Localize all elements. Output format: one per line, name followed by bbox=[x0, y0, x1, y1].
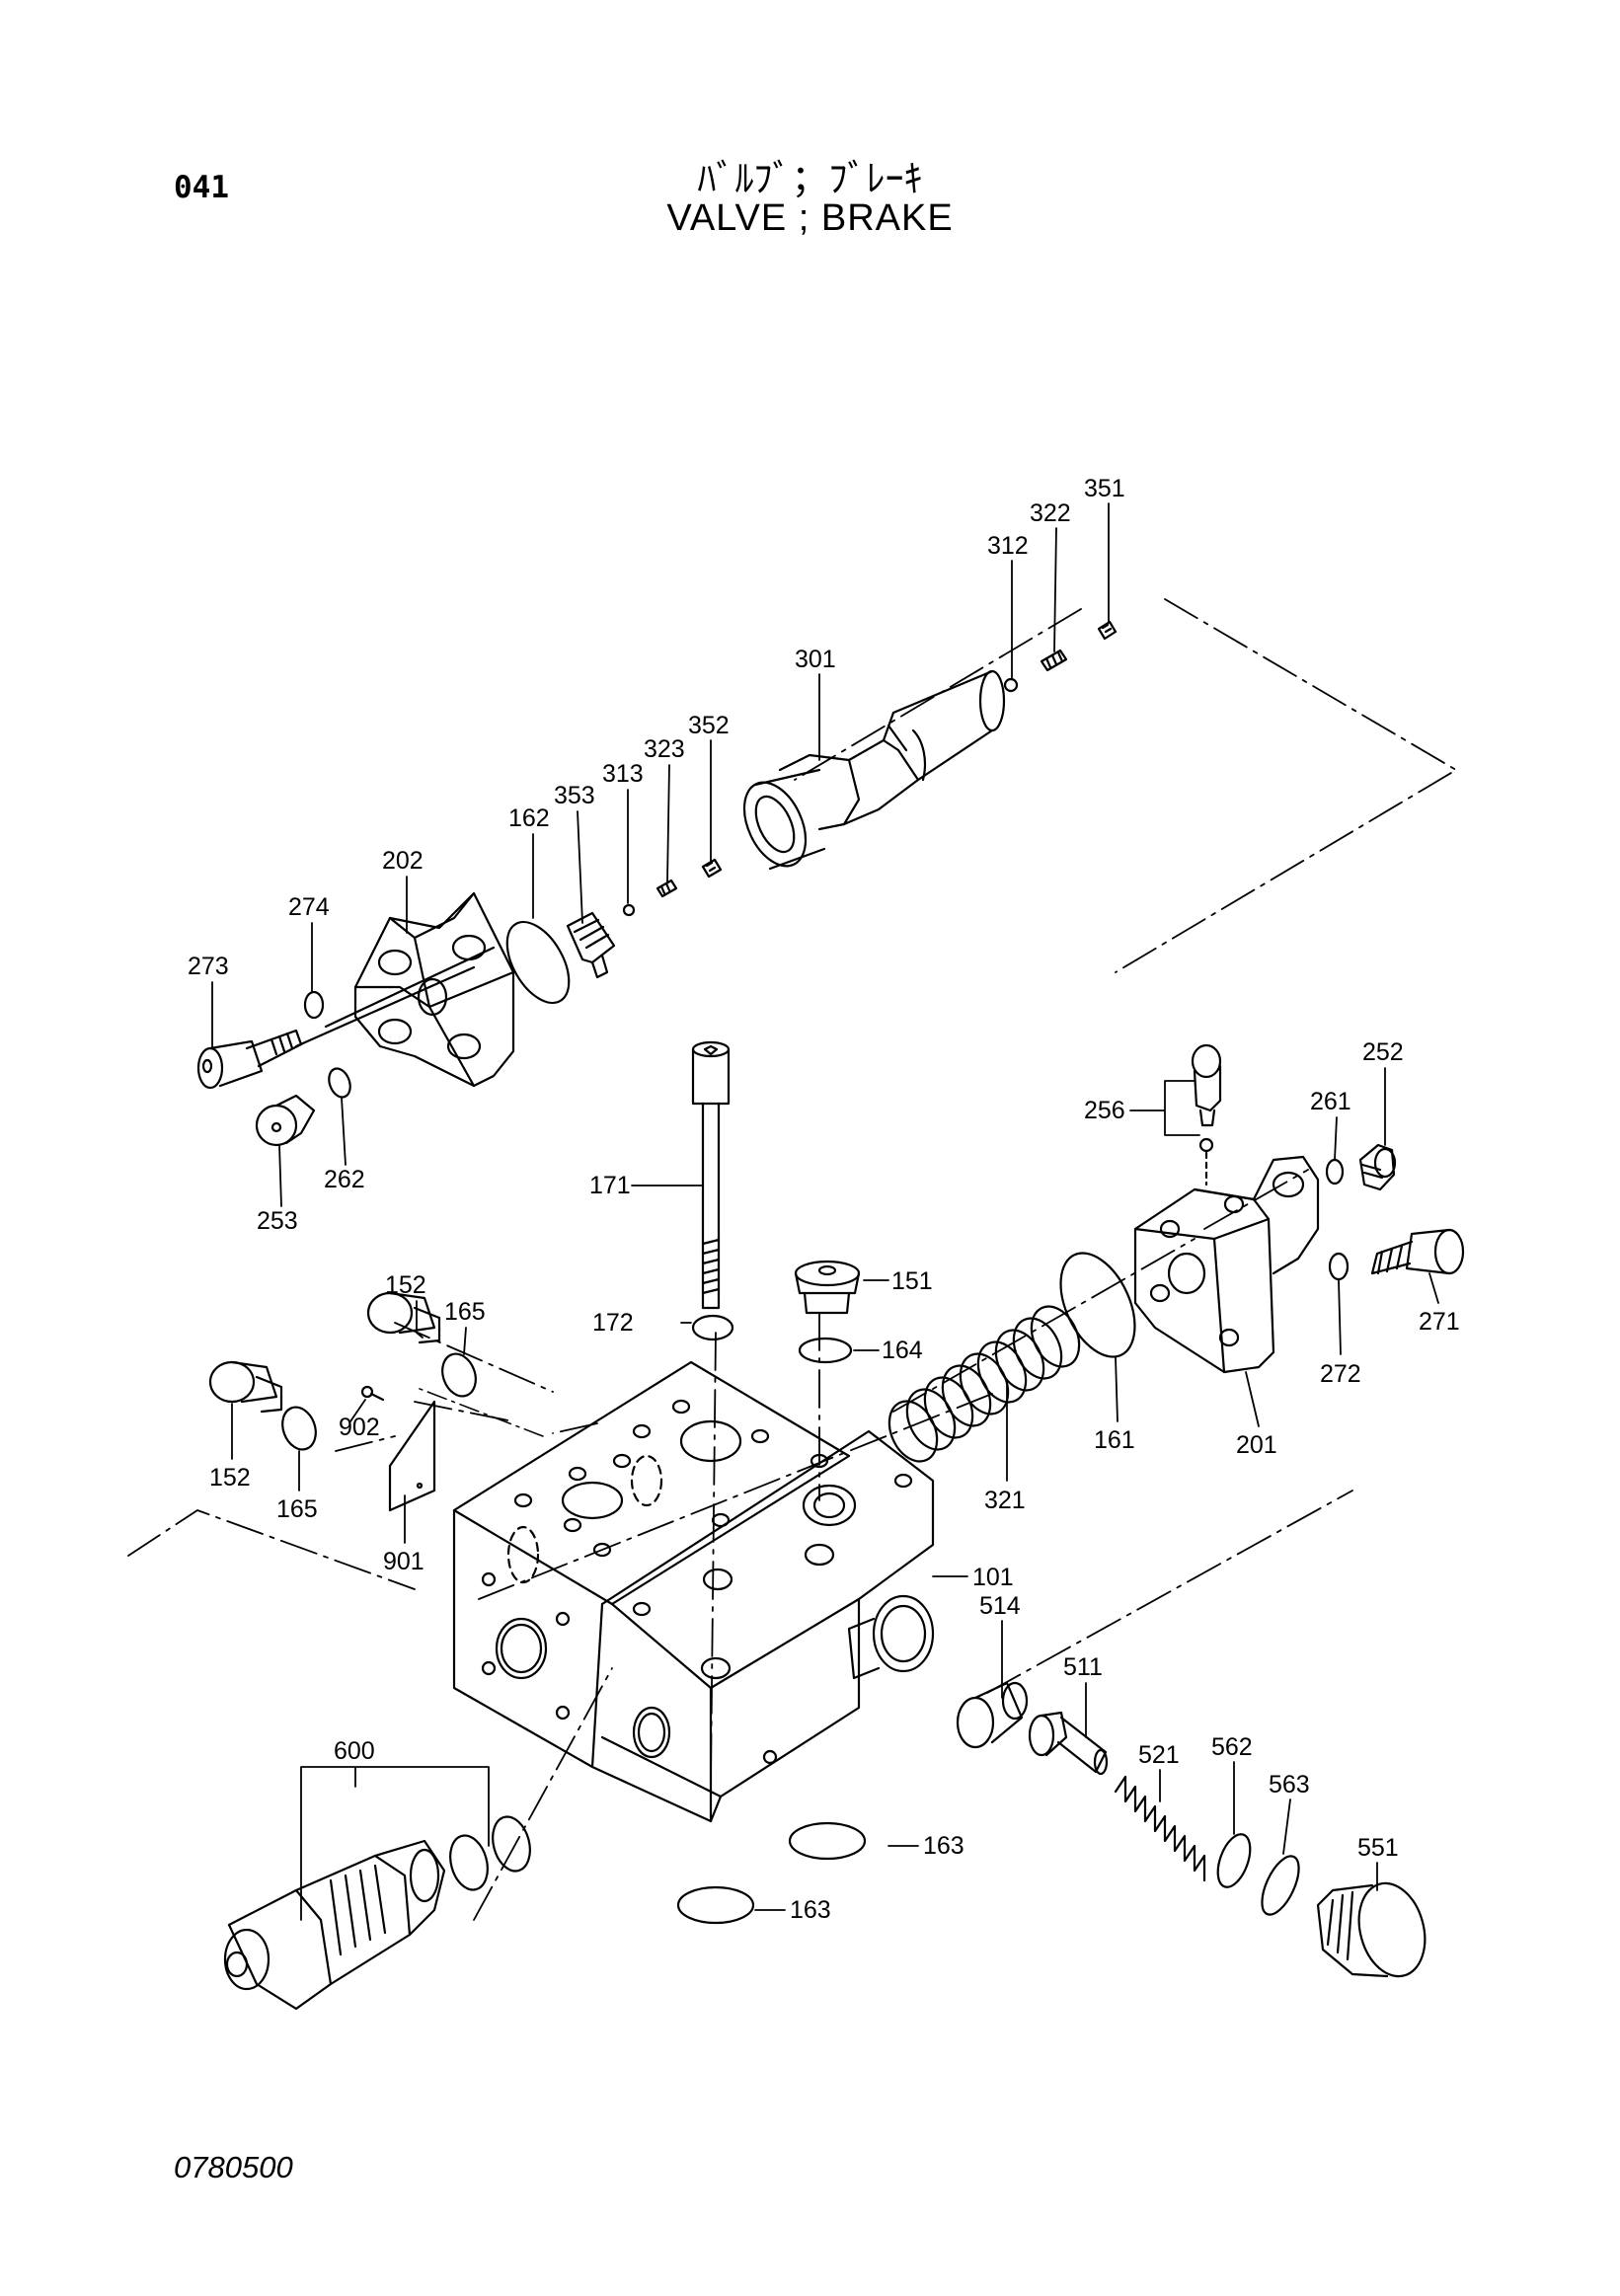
part-162-o-ring bbox=[505, 920, 571, 1005]
callout-600: 600 bbox=[334, 1737, 375, 1765]
part-163-o-ring-upper bbox=[788, 1821, 867, 1861]
part-312-ball bbox=[1003, 677, 1019, 693]
drawing-code: 0780500 bbox=[174, 2150, 293, 2184]
callout-274: 274 bbox=[288, 893, 330, 921]
callout-162: 162 bbox=[508, 804, 550, 832]
callout-563: 563 bbox=[1269, 1771, 1310, 1799]
callout-101: 101 bbox=[972, 1564, 1014, 1591]
callout-323: 323 bbox=[644, 735, 685, 763]
callout-322: 322 bbox=[1030, 499, 1071, 527]
part-271-bolt bbox=[1370, 1228, 1465, 1275]
callout-351: 351 bbox=[1084, 475, 1125, 502]
part-161-o-ring bbox=[1059, 1252, 1136, 1358]
callout-152-upper: 152 bbox=[385, 1271, 426, 1299]
part-323-set-screw bbox=[656, 879, 678, 898]
part-551-plug bbox=[1316, 1881, 1427, 1978]
part-274-washer bbox=[303, 990, 325, 1020]
callout-261: 261 bbox=[1310, 1088, 1351, 1115]
part-252-plug bbox=[1358, 1143, 1397, 1191]
part-202-cover bbox=[294, 891, 515, 1088]
part-902-rivet bbox=[360, 1385, 385, 1402]
callout-252: 252 bbox=[1362, 1038, 1404, 1066]
part-600-o-ring-inner bbox=[492, 1815, 531, 1873]
part-151-plug bbox=[794, 1260, 861, 1315]
callout-511: 511 bbox=[1063, 1653, 1103, 1681]
callout-164: 164 bbox=[882, 1337, 923, 1364]
callout-353: 353 bbox=[554, 782, 595, 809]
part-101-valve-body bbox=[452, 1360, 935, 1823]
callout-201: 201 bbox=[1236, 1431, 1277, 1459]
callout-256: 256 bbox=[1084, 1097, 1125, 1124]
diagram-title-japanese: ﾊﾞﾙﾌﾞ；ﾌﾞﾚｰｷ bbox=[697, 157, 923, 200]
diagram-title-english: VALVE ; BRAKE bbox=[666, 197, 954, 239]
callout-312: 312 bbox=[987, 532, 1029, 560]
callout-161: 161 bbox=[1094, 1426, 1135, 1454]
callout-273: 273 bbox=[188, 953, 229, 980]
part-272-washer bbox=[1328, 1252, 1350, 1281]
part-600-o-ring-outer bbox=[449, 1834, 489, 1891]
part-201-cover bbox=[1133, 1155, 1320, 1374]
callout-202: 202 bbox=[382, 847, 424, 875]
part-262-o-ring bbox=[328, 1067, 351, 1099]
callout-313: 313 bbox=[602, 760, 644, 788]
part-165-o-ring-upper bbox=[441, 1352, 477, 1398]
callout-514: 514 bbox=[979, 1592, 1021, 1620]
callout-labels: 351 322 312 301 352 323 313 353 162 202 … bbox=[188, 475, 1460, 1924]
callout-352: 352 bbox=[688, 712, 730, 739]
callout-902: 902 bbox=[339, 1414, 380, 1441]
part-901-nameplate bbox=[388, 1400, 436, 1512]
callout-271: 271 bbox=[1419, 1308, 1460, 1336]
part-273-bolt bbox=[196, 1029, 303, 1090]
callout-151: 151 bbox=[891, 1267, 933, 1295]
callout-562: 562 bbox=[1211, 1733, 1253, 1761]
callout-163-lower: 163 bbox=[790, 1896, 831, 1924]
part-600-relief-valve bbox=[223, 1839, 446, 2011]
part-353-plug bbox=[566, 911, 616, 979]
part-152-plug-lower bbox=[208, 1360, 283, 1414]
part-171-bolt bbox=[691, 1040, 731, 1310]
part-172-washer bbox=[691, 1314, 734, 1341]
callout-171: 171 bbox=[589, 1172, 631, 1199]
part-562-backup-ring bbox=[1216, 1833, 1252, 1888]
part-563-o-ring bbox=[1261, 1855, 1300, 1916]
part-322-set-screw bbox=[1040, 649, 1068, 672]
callout-272: 272 bbox=[1320, 1360, 1361, 1388]
callout-165-upper: 165 bbox=[444, 1298, 486, 1326]
part-352-plug bbox=[701, 858, 723, 879]
callout-262: 262 bbox=[324, 1166, 365, 1193]
leader-lines bbox=[211, 502, 1439, 1921]
callout-163-upper: 163 bbox=[923, 1832, 964, 1860]
callout-253: 253 bbox=[257, 1207, 298, 1235]
callout-165-lower: 165 bbox=[276, 1495, 318, 1523]
assembly-axis-lines bbox=[127, 598, 1457, 1921]
part-521-spring bbox=[1114, 1775, 1206, 1882]
part-164-o-ring bbox=[798, 1337, 853, 1364]
part-165-o-ring-lower bbox=[281, 1406, 317, 1451]
callout-901: 901 bbox=[383, 1548, 424, 1575]
part-301-spool bbox=[742, 669, 1006, 871]
page-number: 041 bbox=[174, 170, 229, 205]
part-253-plug bbox=[255, 1094, 316, 1147]
part-163-o-ring-lower bbox=[676, 1885, 755, 1925]
callout-521: 521 bbox=[1138, 1741, 1180, 1769]
callout-172: 172 bbox=[592, 1309, 634, 1337]
part-321-spring bbox=[887, 1305, 1081, 1463]
part-511-spool bbox=[1028, 1711, 1109, 1776]
part-152-plug-upper bbox=[366, 1291, 441, 1344]
part-313-ball bbox=[622, 903, 636, 917]
callout-551: 551 bbox=[1357, 1834, 1399, 1862]
callout-321: 321 bbox=[984, 1487, 1026, 1514]
part-351-plug bbox=[1097, 620, 1118, 641]
part-514-sleeve bbox=[956, 1681, 1029, 1749]
part-256-fitting bbox=[1191, 1043, 1222, 1186]
part-261-o-ring bbox=[1325, 1158, 1345, 1186]
callout-301: 301 bbox=[795, 646, 836, 673]
callout-152-lower: 152 bbox=[209, 1464, 251, 1492]
